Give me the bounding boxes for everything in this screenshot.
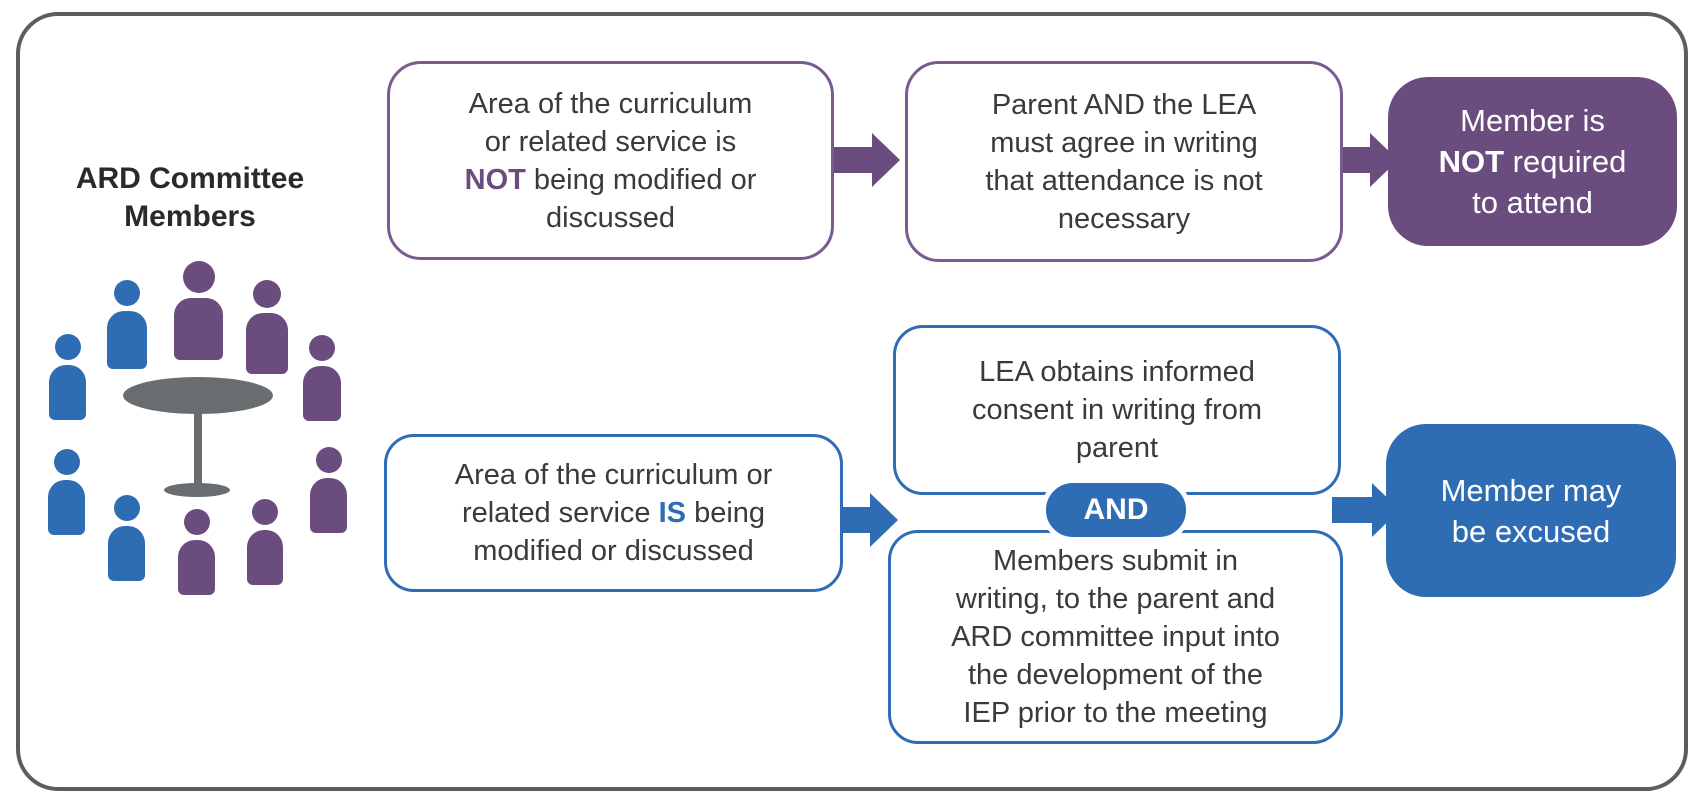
box-text-line: necessary — [1057, 202, 1191, 235]
person-icon — [108, 495, 145, 581]
box-text-line: consent in writing from — [971, 394, 1263, 426]
flow-is-result-box: Member may be excused — [1386, 424, 1676, 597]
box-text-line: that attendance is not — [985, 164, 1263, 197]
box-text-line: or related service is — [484, 125, 737, 158]
box-text-line: discussed — [546, 201, 675, 234]
and-connector: AND — [1041, 478, 1191, 542]
box-text-line: the development of the — [967, 659, 1264, 691]
box-text-line: Parent AND the LEA — [991, 88, 1257, 121]
person-icon — [310, 447, 347, 533]
box-text-line: modified or discussed — [473, 535, 754, 567]
title-line-1: ARD Committee — [75, 162, 305, 195]
flow-is-condition-b-box: Members submit in writing, to the parent… — [888, 530, 1343, 744]
title-line-2: Members — [124, 200, 256, 233]
flow-not-result-box: Member is NOT required to attend — [1388, 77, 1677, 246]
person-icon — [246, 280, 288, 374]
person-icon — [49, 334, 86, 420]
emphasis-is: IS — [658, 497, 687, 529]
box-text-line: be excused — [1451, 513, 1611, 549]
outer-frame — [16, 12, 1688, 791]
emphasis-not: NOT — [464, 163, 526, 196]
box-text-line: parent — [1075, 432, 1159, 464]
box-text-line: NOT being modified or — [464, 163, 757, 196]
person-icon — [303, 335, 341, 421]
box-text-line: NOT required — [1438, 144, 1627, 179]
table-stem-icon — [194, 405, 202, 490]
person-icon — [48, 449, 85, 535]
person-icon — [107, 280, 147, 369]
emphasis-not: NOT — [1438, 144, 1505, 179]
box-text-line: to attend — [1472, 185, 1593, 220]
box-text-line: LEA obtains informed — [979, 356, 1255, 388]
diagram-title: ARD Committee Members — [55, 160, 325, 236]
box-text-line: Members submit in — [993, 545, 1238, 577]
table-base-icon — [164, 483, 230, 497]
box-text-line: must agree in writing — [990, 126, 1258, 159]
flow-is-condition-a-box: LEA obtains informed consent in writing … — [893, 325, 1341, 495]
box-text-line: IEP prior to the meeting — [963, 697, 1268, 729]
person-icon — [178, 509, 215, 595]
arrow-right-icon — [832, 133, 900, 187]
flow-not-step1-box: Area of the curriculum or related servic… — [387, 61, 834, 260]
box-text-line: Member may — [1440, 472, 1622, 508]
box-text-line: Member is — [1460, 103, 1605, 138]
person-icon — [174, 261, 223, 360]
person-icon — [247, 499, 283, 585]
box-text-line: writing, to the parent and — [955, 583, 1276, 615]
flow-is-step1-box: Area of the curriculum or related servic… — [384, 434, 843, 592]
box-text-line: ARD committee input into — [951, 621, 1280, 653]
flow-not-step2-box: Parent AND the LEA must agree in writing… — [905, 61, 1343, 262]
box-text-line: related service IS being — [461, 497, 766, 529]
box-text-line: Area of the curriculum or — [454, 459, 773, 491]
box-text-line: Area of the curriculum — [468, 87, 753, 120]
